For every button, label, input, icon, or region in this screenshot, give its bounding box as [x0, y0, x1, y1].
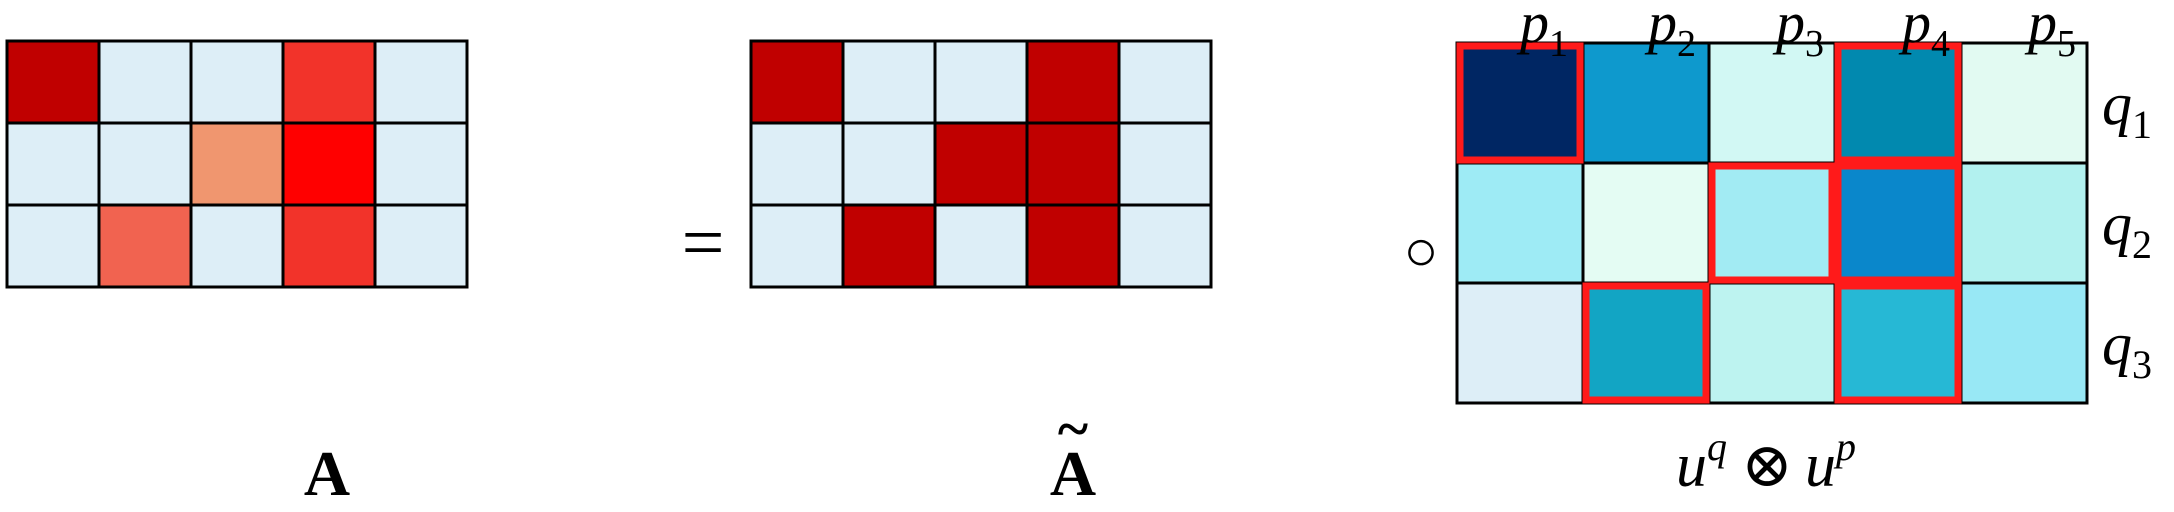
- matrix-u-cell-r1-c2: [1581, 41, 1711, 165]
- col-label-p2: p2: [1644, 0, 1696, 65]
- row-label-q2: q2: [2102, 191, 2152, 267]
- highlight-box-r1-c1: [1456, 42, 1584, 164]
- matrix-a-tilde-cell-r2-c4: [1025, 121, 1121, 207]
- matrix-a-cell-r1-c1: [5, 39, 101, 125]
- matrix-a-cell-r2-c2: [97, 121, 193, 207]
- matrix-a-label: A: [304, 438, 350, 509]
- matrix-a-tilde-label: A: [1050, 438, 1096, 509]
- matrix-a-tilde-cell-r2-c1: [749, 121, 845, 207]
- highlight-box-r2-c3: [1708, 162, 1836, 284]
- highlight-box-r2-c4: [1834, 162, 1962, 284]
- matrix-u-cell-r3-c1: [1455, 281, 1585, 405]
- equals-sign: =: [682, 201, 725, 285]
- matrix-a-tilde-cell-r3-c3: [933, 203, 1029, 289]
- matrix-u-grid: [1455, 41, 2089, 405]
- matrix-a-cell-r1-c5: [373, 39, 469, 125]
- row-label-q1: q1: [2102, 71, 2152, 147]
- row-label-q3: q3: [2102, 311, 2152, 387]
- matrix-a-grid: [5, 39, 469, 289]
- matrix-u-cell-r2-c2: [1581, 161, 1711, 285]
- matrix-a-tilde-cell-r2-c2: [841, 121, 937, 207]
- matrix-a-cell-r2-c1: [5, 121, 101, 207]
- col-label-p1: p1: [1516, 0, 1568, 65]
- matrix-u-cell-r3-c2: [1581, 281, 1711, 405]
- outer-product-label: uq⊗up: [1676, 424, 1856, 500]
- matrix-a-tilde-cell-r2-c3: [933, 121, 1029, 207]
- matrix-a-tilde-cell-r2-c5: [1117, 121, 1213, 207]
- col-label-p3: p3: [1772, 0, 1824, 65]
- matrix-a-cell-r3-c4: [281, 203, 377, 289]
- matrix-a-cell-r1-c2: [97, 39, 193, 125]
- matrix-a-tilde-cell-r1-c5: [1117, 39, 1213, 125]
- matrix-a-tilde-cell-r1-c3: [933, 39, 1029, 125]
- matrix-u-cell-r3-c4: [1833, 281, 1963, 405]
- matrix-u-cell-r2-c1: [1455, 161, 1585, 285]
- highlight-box-r3-c4: [1834, 282, 1962, 404]
- column-labels: p1 p2 p3 p4 p5: [1516, 0, 2076, 65]
- matrix-a-cell-r3-c5: [373, 203, 469, 289]
- matrix-u-cell-r2-c5: [1959, 161, 2089, 285]
- matrix-a-tilde-cell-r3-c5: [1117, 203, 1213, 289]
- matrix-a-tilde-cell-r1-c2: [841, 39, 937, 125]
- matrix-a-cell-r3-c2: [97, 203, 193, 289]
- highlight-boxes: [1456, 42, 1962, 404]
- col-label-p5: p5: [2024, 0, 2076, 65]
- highlight-box-r3-c2: [1582, 282, 1710, 404]
- matrix-u-cell-r3-c5: [1959, 281, 2089, 405]
- matrix-u-cell-r2-c4: [1833, 161, 1963, 285]
- matrix-a-cell-r2-c4: [281, 121, 377, 207]
- matrix-a-tilde-cell-r3-c4: [1025, 203, 1121, 289]
- hadamard-operator: ○: [1403, 218, 1438, 283]
- matrix-a-tilde-cell-r3-c1: [749, 203, 845, 289]
- matrix-a-cell-r3-c1: [5, 203, 101, 289]
- matrix-a-cell-r3-c3: [189, 203, 285, 289]
- matrix-u-cell-r1-c1: [1455, 41, 1585, 165]
- matrix-a-tilde-cell-r3-c2: [841, 203, 937, 289]
- matrix-a-tilde-cell-r1-c1: [749, 39, 845, 125]
- matrix-a-tilde-grid: [749, 39, 1213, 289]
- matrix-a-cell-r1-c4: [281, 39, 377, 125]
- matrix-a-cell-r2-c5: [373, 121, 469, 207]
- row-labels: q1 q2 q3: [2102, 71, 2152, 387]
- col-label-p4: p4: [1898, 0, 1950, 65]
- tilde-accent: ~: [1058, 396, 1088, 461]
- matrix-u-cell-r1-c3: [1707, 41, 1837, 165]
- matrix-u-cell-r2-c3: [1707, 161, 1837, 285]
- matrix-a-cell-r2-c3: [189, 121, 285, 207]
- highlight-box-r1-c4: [1834, 42, 1962, 164]
- matrix-a-cell-r1-c3: [189, 39, 285, 125]
- matrix-a-tilde-cell-r1-c4: [1025, 39, 1121, 125]
- matrix-u-cell-r3-c3: [1707, 281, 1837, 405]
